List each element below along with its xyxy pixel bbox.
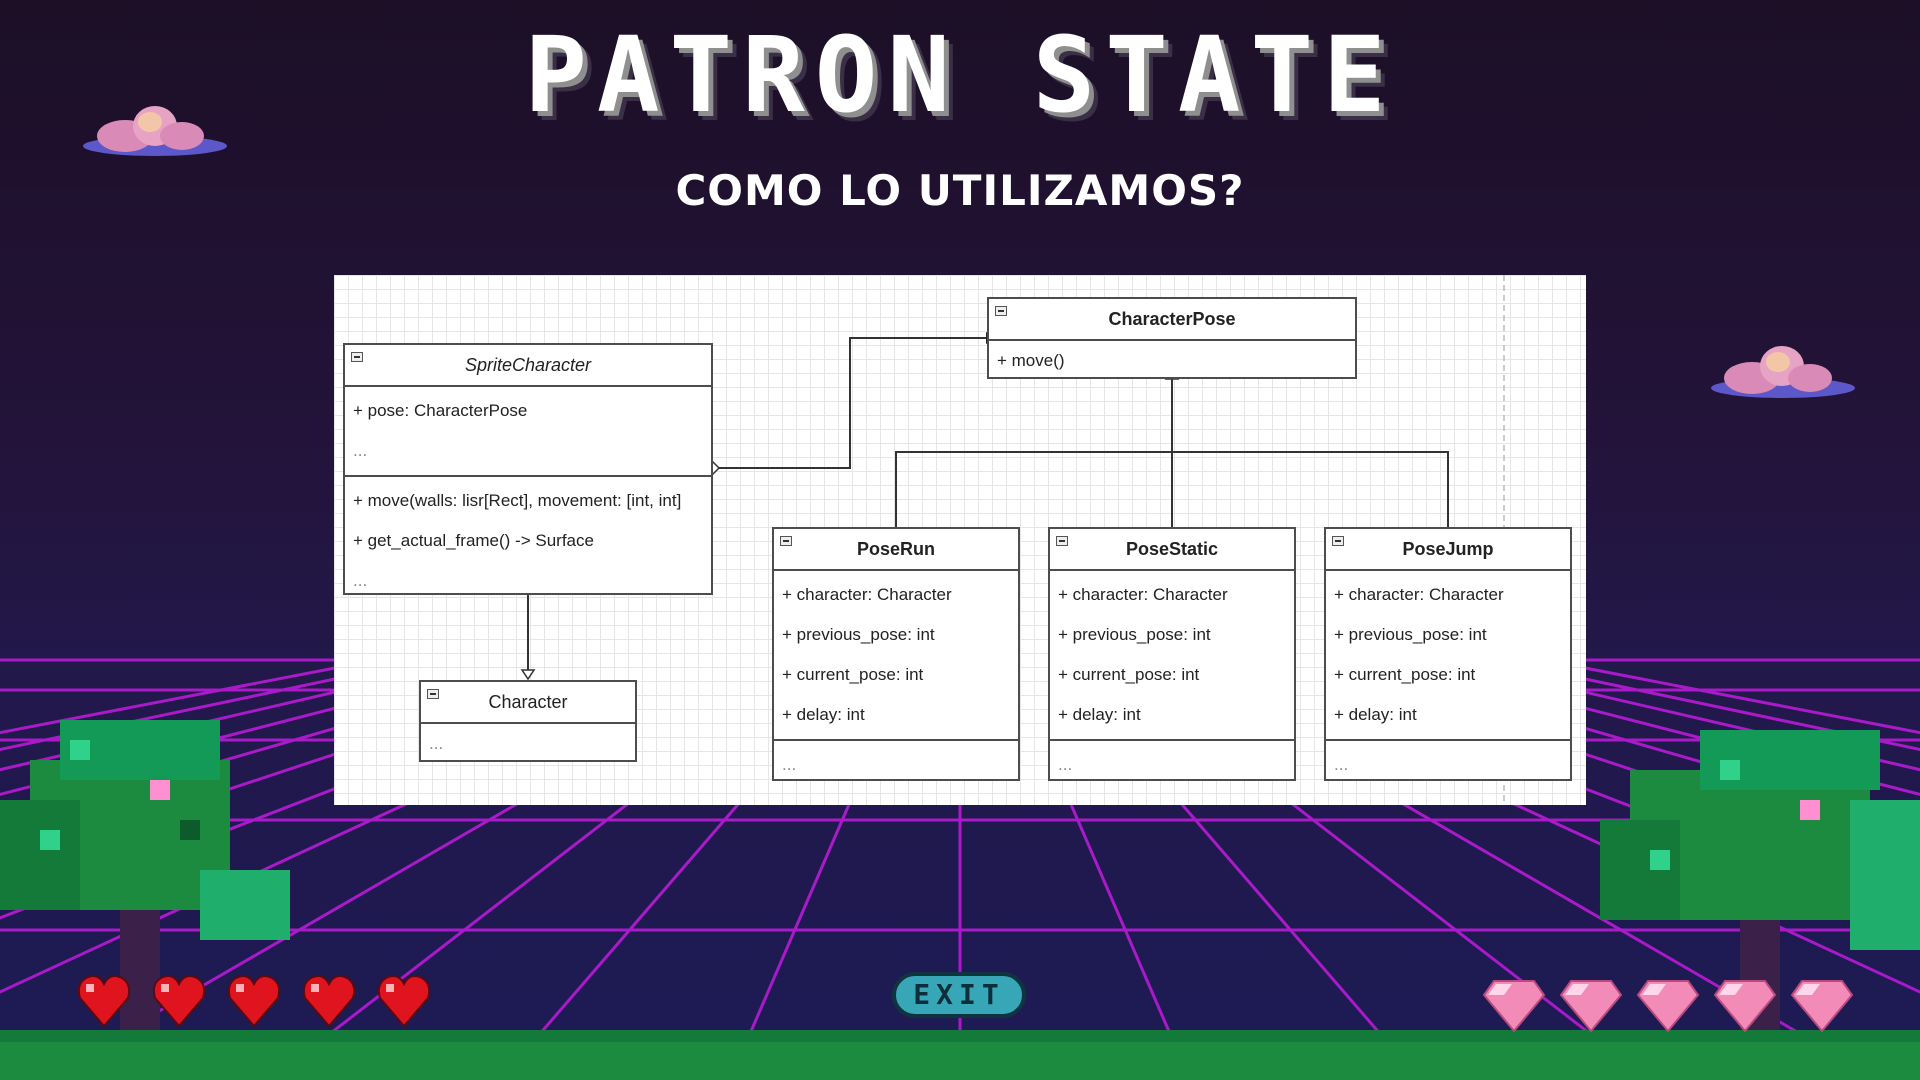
attribute-row: + delay: int	[1058, 705, 1141, 724]
class-header: PoseStatic	[1050, 529, 1294, 571]
attribute-row: ...	[353, 441, 368, 460]
attribute-row: + delay: int	[782, 705, 865, 724]
collapse-icon[interactable]	[1332, 536, 1344, 546]
attribute-row: + character: Character	[782, 585, 952, 604]
method-row: ...	[353, 571, 368, 590]
method-row: + move()	[997, 351, 1065, 370]
class-header: PoseJump	[1326, 529, 1570, 571]
class-header: CharacterPose	[989, 299, 1355, 341]
class-name: Character	[488, 691, 568, 712]
methods-section: ...	[774, 739, 1018, 789]
attribute-row: + previous_pose: int	[782, 625, 935, 644]
collapse-icon[interactable]	[995, 306, 1007, 316]
heart-icon	[77, 975, 131, 1028]
methods-section: + move()	[989, 341, 1355, 385]
heart-shine	[86, 984, 94, 992]
slide-subtitle: COMO LO UTILIZAMOS?	[675, 166, 1245, 215]
attributes-section: + character: Character + previous_pose: …	[1326, 571, 1570, 739]
gems-row	[1482, 980, 1854, 1033]
pixel-tree-right	[1600, 730, 1920, 1050]
heart-icon	[152, 975, 206, 1028]
collapse-icon[interactable]	[1056, 536, 1068, 546]
attribute-row: + current_pose: int	[1334, 665, 1476, 684]
hearts-row	[77, 975, 431, 1028]
inheritance-connector-poserun	[895, 451, 1172, 527]
heart-icon	[227, 975, 281, 1028]
class-characterpose[interactable]: CharacterPose + move()	[987, 297, 1357, 379]
attribute-row: + pose: CharacterPose	[353, 401, 528, 420]
heart-shine	[311, 984, 319, 992]
method-row: ...	[1334, 755, 1349, 774]
slide-title: PATRON STATE	[524, 14, 1396, 136]
class-header: PoseRun	[774, 529, 1018, 571]
class-character[interactable]: Character ...	[419, 680, 637, 762]
cloud-right	[1711, 346, 1855, 398]
class-header: SpriteCharacter	[345, 345, 711, 387]
class-name: PoseStatic	[1125, 538, 1219, 559]
class-spritecharacter[interactable]: SpriteCharacter + pose: CharacterPose ..…	[343, 343, 713, 595]
heart-shine	[386, 984, 394, 992]
class-name: PoseRun	[856, 538, 935, 559]
attribute-row: + current_pose: int	[782, 665, 924, 684]
gem-highlight	[1719, 984, 1743, 995]
inheritance-arrowhead-character	[520, 669, 536, 681]
heart-shine	[236, 984, 244, 992]
cloud-left	[83, 106, 227, 156]
method-row: ...	[1058, 755, 1073, 774]
attributes-section: + character: Character + previous_pose: …	[1050, 571, 1294, 739]
collapse-icon[interactable]	[780, 536, 792, 546]
gem-highlight	[1565, 984, 1589, 995]
inheritance-connector-posejump	[1172, 451, 1449, 527]
collapse-icon[interactable]	[351, 352, 363, 362]
method-row: + get_actual_frame() -> Surface	[353, 531, 594, 550]
exit-button[interactable]: EXIT	[892, 972, 1026, 1018]
attributes-section: + pose: CharacterPose ...	[345, 387, 711, 475]
attribute-row: + delay: int	[1334, 705, 1417, 724]
pixel-tree-left	[0, 720, 290, 1050]
uml-class-diagram: SpriteCharacter + pose: CharacterPose ..…	[334, 275, 1586, 805]
heart-shine	[161, 984, 169, 992]
gem-highlight	[1488, 984, 1512, 995]
heart-icon	[302, 975, 356, 1028]
collapse-icon[interactable]	[427, 689, 439, 699]
class-name: SpriteCharacter	[464, 354, 592, 375]
methods-section: ...	[1326, 739, 1570, 789]
attribute-row: + character: Character	[1334, 585, 1504, 604]
attribute-row: ...	[429, 734, 444, 753]
aggregation-connector	[719, 337, 986, 469]
attribute-row: + character: Character	[1058, 585, 1228, 604]
class-header: Character	[421, 682, 635, 724]
gem-highlight	[1796, 984, 1820, 995]
attribute-row: + previous_pose: int	[1058, 625, 1211, 644]
pixel-grass	[0, 1030, 1920, 1080]
class-name: PoseJump	[1402, 538, 1494, 559]
class-posejump[interactable]: PoseJump + character: Character + previo…	[1324, 527, 1572, 781]
attributes-section: ...	[421, 724, 635, 768]
attribute-row: + current_pose: int	[1058, 665, 1200, 684]
class-poserun[interactable]: PoseRun + character: Character + previou…	[772, 527, 1020, 781]
attributes-section: + character: Character + previous_pose: …	[774, 571, 1018, 739]
method-row: ...	[782, 755, 797, 774]
methods-section: ...	[1050, 739, 1294, 789]
heart-icon	[377, 975, 431, 1028]
class-name: CharacterPose	[1108, 308, 1236, 329]
gem-highlight	[1642, 984, 1666, 995]
methods-section: + move(walls: lisr[Rect], movement: [int…	[345, 475, 711, 605]
method-row: + move(walls: lisr[Rect], movement: [int…	[353, 491, 682, 510]
attribute-row: + previous_pose: int	[1334, 625, 1487, 644]
class-posestatic[interactable]: PoseStatic + character: Character + prev…	[1048, 527, 1296, 781]
